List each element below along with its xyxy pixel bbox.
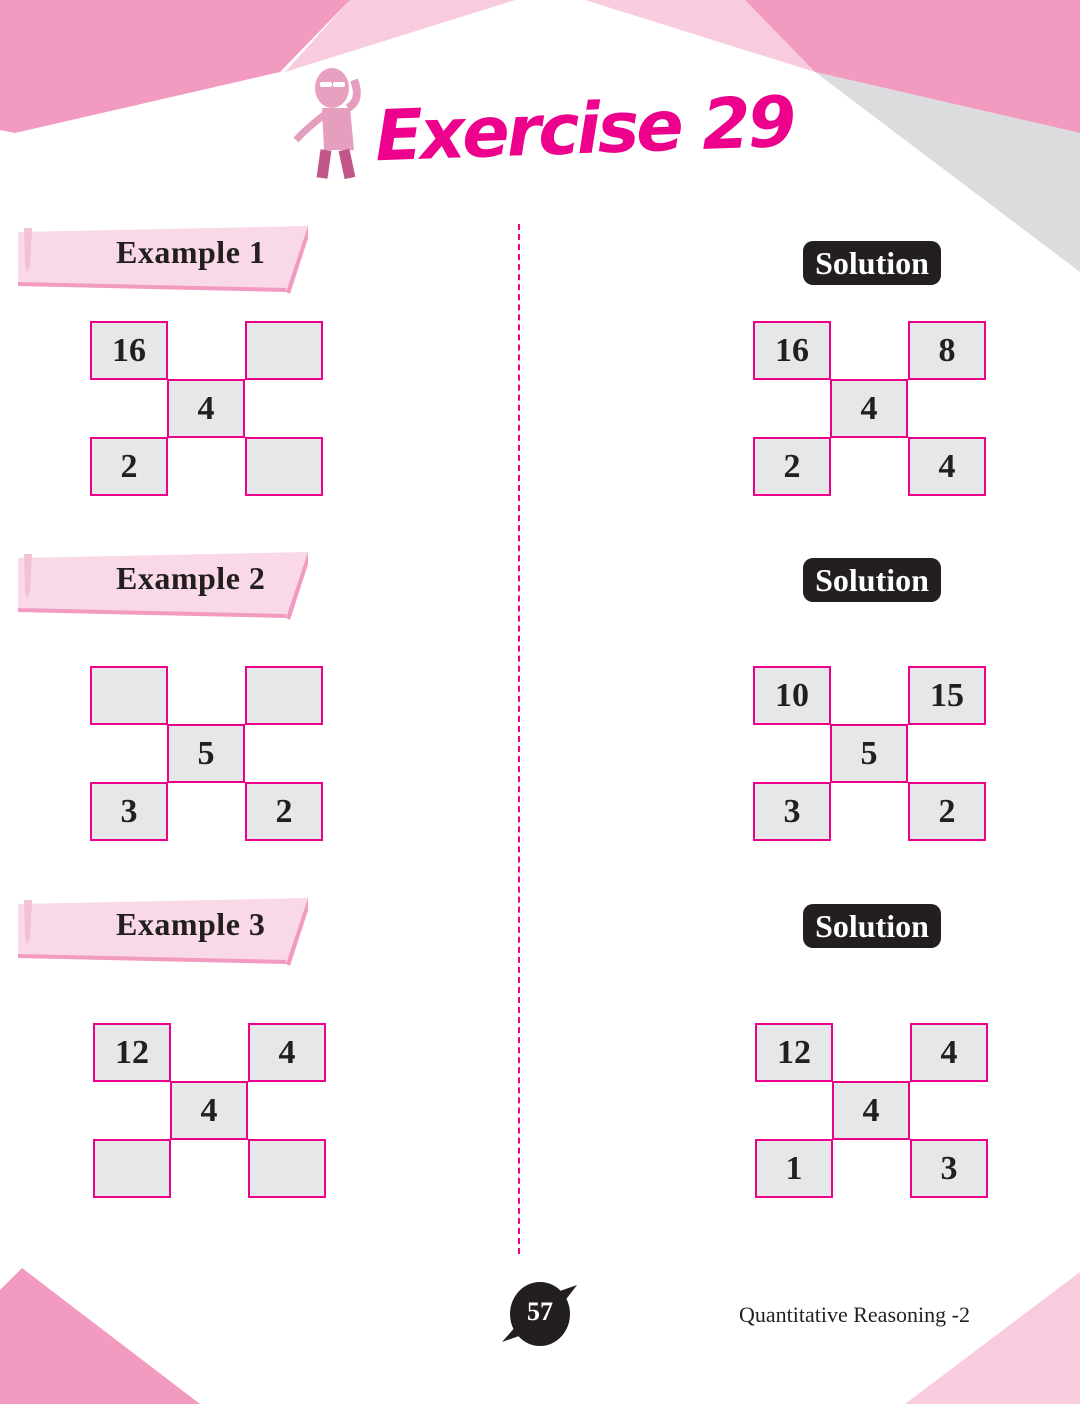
example-banner: Example 2 xyxy=(18,550,308,620)
mascot-girl-illustration xyxy=(293,68,361,180)
question-cell[interactable] xyxy=(93,1139,171,1198)
answer-cell: 3 xyxy=(910,1139,988,1198)
solution-label: Solution xyxy=(803,241,941,285)
answer-cell: 4 xyxy=(910,1023,988,1082)
answer-cell: 8 xyxy=(908,321,986,380)
example-banner: Example 1 xyxy=(18,224,308,294)
column-divider xyxy=(518,224,520,1254)
answer-cell: 4 xyxy=(830,379,908,438)
question-cell[interactable]: 12 xyxy=(93,1023,171,1082)
answer-cell: 2 xyxy=(753,437,831,496)
banner-shape xyxy=(18,898,308,966)
answer-cell: 2 xyxy=(908,782,986,841)
question-cell[interactable]: 2 xyxy=(90,437,168,496)
question-cell[interactable]: 3 xyxy=(90,782,168,841)
example-label: Example 2 xyxy=(116,560,266,596)
answer-cell: 5 xyxy=(830,724,908,783)
answer-cell: 1 xyxy=(755,1139,833,1198)
answer-cell: 15 xyxy=(908,666,986,725)
question-cell[interactable]: 4 xyxy=(170,1081,248,1140)
question-cell[interactable] xyxy=(245,321,323,380)
example-banner: Example 3 xyxy=(18,896,308,966)
banner-shape xyxy=(18,226,308,294)
page-number: 57 xyxy=(527,1297,553,1326)
question-cell[interactable] xyxy=(245,666,323,725)
pencil-icon xyxy=(24,228,32,272)
pencil-icon xyxy=(24,554,32,598)
answer-cell: 12 xyxy=(755,1023,833,1082)
badge-blob-icon xyxy=(502,1282,577,1346)
pencil-icon xyxy=(24,900,32,944)
page-title: Exercise 29 xyxy=(373,80,795,178)
question-cell[interactable]: 16 xyxy=(90,321,168,380)
question-cell[interactable]: 4 xyxy=(248,1023,326,1082)
answer-cell: 4 xyxy=(908,437,986,496)
example-label: Example 3 xyxy=(116,906,266,942)
question-cell[interactable]: 4 xyxy=(167,379,245,438)
question-cell[interactable] xyxy=(245,437,323,496)
answer-cell: 10 xyxy=(753,666,831,725)
question-cell[interactable]: 2 xyxy=(245,782,323,841)
solution-label: Solution xyxy=(803,558,941,602)
answer-cell: 3 xyxy=(753,782,831,841)
solution-label: Solution xyxy=(803,904,941,948)
page-number-badge: 57 xyxy=(502,1280,578,1353)
answer-cell: 16 xyxy=(753,321,831,380)
question-cell[interactable]: 5 xyxy=(167,724,245,783)
question-cell[interactable] xyxy=(248,1139,326,1198)
answer-cell: 4 xyxy=(832,1081,910,1140)
example-label: Example 1 xyxy=(116,234,266,270)
banner-shape xyxy=(18,552,308,620)
book-title: Quantitative Reasoning -2 xyxy=(739,1302,970,1327)
question-cell[interactable] xyxy=(90,666,168,725)
